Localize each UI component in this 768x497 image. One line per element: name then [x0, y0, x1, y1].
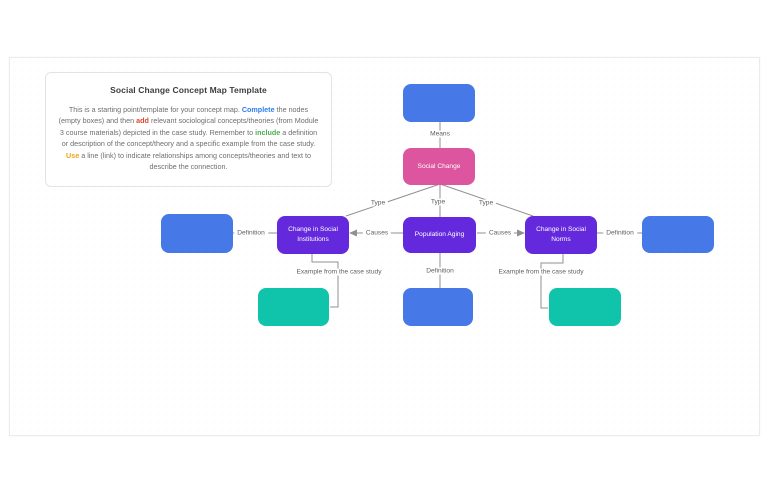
edge-label-definition-right[interactable]: Definition [603, 229, 637, 237]
instructions-card[interactable]: Social Change Concept Map Template This … [45, 72, 332, 187]
node-label: Change in Social Norms [536, 226, 586, 243]
node-example-left-empty[interactable] [258, 288, 329, 326]
keyword-use: Use [66, 150, 80, 160]
edge-label-definition-left[interactable]: Definition [234, 229, 268, 237]
instructions-text-5: a line (link) to indicate relationships … [79, 150, 311, 171]
node-change-social-norms[interactable]: Change in Social Norms [525, 216, 597, 254]
edge-label-type-left[interactable]: Type [367, 199, 389, 207]
node-example-right-empty[interactable] [549, 288, 621, 326]
edge-label-type-right[interactable]: Type [475, 199, 497, 207]
diagram-canvas[interactable]: Social Change Concept Map Template This … [9, 57, 760, 436]
node-definition-right-empty[interactable] [642, 216, 714, 253]
edge-label-means[interactable]: Means [427, 130, 453, 138]
node-means-empty[interactable] [403, 84, 475, 122]
node-population-aging[interactable]: Population Aging [403, 217, 476, 253]
instructions-text-1: This is a starting point/template for yo… [68, 105, 242, 114]
edge-label-example-left[interactable]: Example from the case study [293, 268, 385, 276]
node-definition-left-empty[interactable] [161, 214, 233, 253]
node-definition-mid-empty[interactable] [403, 288, 473, 326]
instructions-text-2: the nodes (empty boxes) and then [58, 105, 309, 126]
instructions-title: Social Change Concept Map Template [110, 85, 267, 95]
edge-label-causes-left[interactable]: Causes [362, 229, 392, 237]
edge-label-type-mid[interactable]: Type [427, 198, 449, 206]
instructions-body: This is a starting point/template for yo… [57, 104, 320, 172]
node-label: Social Change [417, 162, 461, 170]
edge-label-definition-mid[interactable]: Definition [423, 267, 457, 275]
instructions-text-4: a definition or description of the conce… [61, 127, 318, 149]
keyword-add: add [136, 116, 149, 126]
node-change-social-institutions[interactable]: Change in Social Institutions [277, 216, 349, 254]
instructions-text-3: relevant sociological concepts/theories … [59, 116, 319, 137]
edge-label-example-right[interactable]: Example from the case study [495, 268, 587, 276]
edge-label-causes-right[interactable]: Causes [485, 229, 515, 237]
keyword-complete: Complete [241, 105, 275, 114]
keyword-include: include [255, 127, 281, 137]
node-social-change[interactable]: Social Change [403, 148, 475, 185]
node-label: Change in Social Institutions [288, 226, 338, 243]
node-label: Population Aging [414, 231, 465, 239]
